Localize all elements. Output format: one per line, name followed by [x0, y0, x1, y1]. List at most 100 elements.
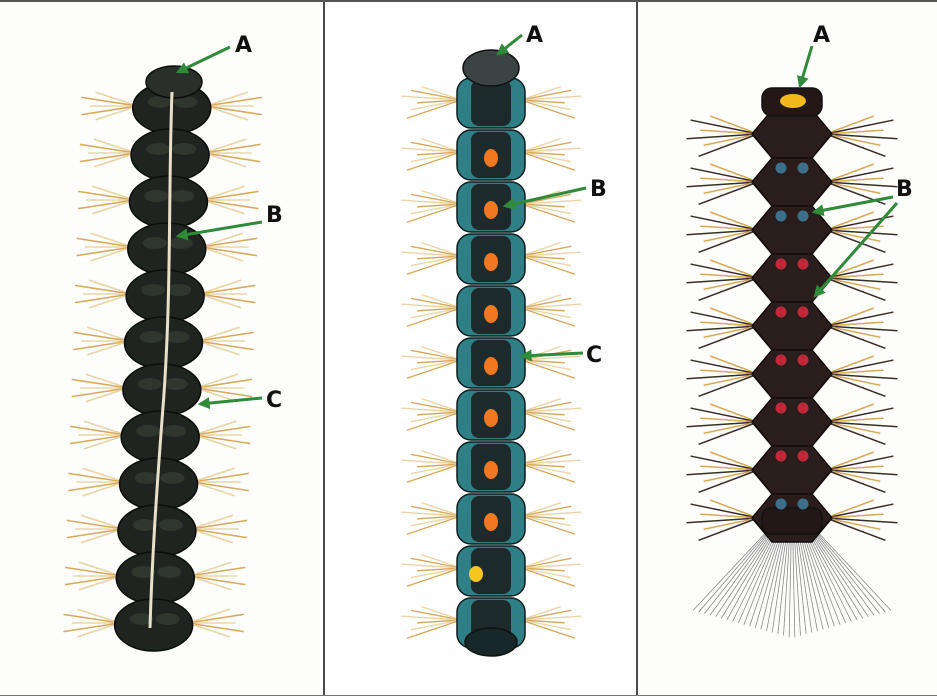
caterpillar-3 — [687, 88, 898, 637]
orange-spot — [484, 409, 498, 427]
segment-highlight — [146, 143, 170, 155]
bristle — [188, 623, 230, 637]
head-yellow-spot — [780, 94, 806, 108]
caterpillar-1 — [63, 66, 261, 651]
bristle — [75, 294, 131, 303]
bristle — [89, 280, 131, 294]
bristle — [84, 421, 126, 435]
segment-highlight — [138, 378, 162, 390]
red-spot — [798, 355, 809, 366]
tail-hair — [699, 528, 772, 612]
bristle — [87, 341, 129, 355]
tail-hair — [806, 528, 857, 620]
tail-hair — [813, 528, 886, 612]
bristle — [206, 106, 262, 115]
bristle — [94, 153, 136, 167]
tail-hair — [704, 528, 772, 614]
body-segment — [752, 158, 832, 206]
bristle — [202, 191, 258, 200]
dorsal-band — [471, 80, 511, 126]
bristle — [196, 388, 252, 397]
orange-spot — [484, 305, 498, 323]
label-c-panel-1: C — [266, 388, 282, 413]
bristle — [194, 435, 250, 444]
blue-spot — [776, 211, 787, 222]
bristle — [188, 623, 244, 632]
segment-highlight — [169, 237, 193, 249]
bristle — [65, 567, 121, 576]
bristle — [65, 576, 121, 585]
tail-hair — [716, 528, 775, 617]
tail-hair — [809, 528, 868, 617]
bristle — [191, 515, 233, 529]
bristle — [78, 200, 134, 209]
bristle — [193, 468, 235, 482]
bristle — [194, 421, 236, 435]
bristle — [78, 609, 120, 623]
bristle — [194, 435, 236, 449]
bristle — [89, 294, 131, 308]
bristle — [191, 529, 233, 543]
bristle — [80, 153, 136, 162]
segment-highlight — [159, 519, 183, 531]
bristle — [204, 153, 260, 162]
body-segment — [752, 350, 832, 398]
bristle — [197, 341, 239, 355]
bristle — [188, 609, 230, 623]
red-spot — [776, 259, 787, 270]
bristle — [96, 106, 138, 120]
bristle — [80, 144, 136, 153]
bristle — [206, 92, 248, 106]
segment-highlight — [162, 425, 186, 437]
bristle — [199, 280, 241, 294]
body-segment — [128, 223, 206, 275]
orange-spot — [484, 461, 498, 479]
bristle — [199, 294, 255, 303]
segment-highlight — [161, 472, 185, 484]
body-segment — [752, 398, 832, 446]
tail — [465, 628, 517, 656]
bristle — [86, 374, 128, 388]
segment-highlight — [172, 143, 196, 155]
bristle — [81, 529, 123, 543]
bristle — [84, 435, 126, 449]
bristle — [92, 200, 134, 214]
bristle — [92, 186, 134, 200]
segment-highlight — [164, 378, 188, 390]
segment-highlight — [139, 331, 163, 343]
label-b-panel-2: B — [590, 177, 607, 202]
bristle — [201, 247, 257, 256]
bristle — [63, 614, 119, 623]
bristle — [197, 341, 253, 350]
bristle — [94, 139, 136, 153]
segment-highlight — [143, 237, 167, 249]
bristle — [86, 388, 128, 402]
red-spot — [798, 307, 809, 318]
bristle — [79, 562, 121, 576]
bristle — [81, 515, 123, 529]
orange-spot — [484, 253, 498, 271]
bristle — [70, 426, 126, 435]
caterpillar-2-body — [457, 50, 525, 656]
blue-spot — [776, 163, 787, 174]
pointer-a-3 — [800, 46, 812, 86]
bristle — [188, 614, 244, 623]
bristle — [197, 332, 253, 341]
segment-highlight — [135, 472, 159, 484]
bristle — [77, 238, 133, 247]
segment-highlight — [167, 284, 191, 296]
bristle — [206, 97, 262, 106]
label-b-panel-1: B — [266, 203, 283, 228]
blue-spot — [798, 163, 809, 174]
bristle — [189, 576, 231, 590]
bristle — [82, 468, 124, 482]
tail-hair — [727, 528, 778, 620]
bristle — [96, 92, 138, 106]
pointer-a-1 — [178, 47, 230, 72]
bristle — [197, 327, 239, 341]
body-segment — [752, 446, 832, 494]
bristle — [91, 233, 133, 247]
pointer-b-3a — [814, 197, 893, 212]
bristle — [193, 482, 249, 491]
